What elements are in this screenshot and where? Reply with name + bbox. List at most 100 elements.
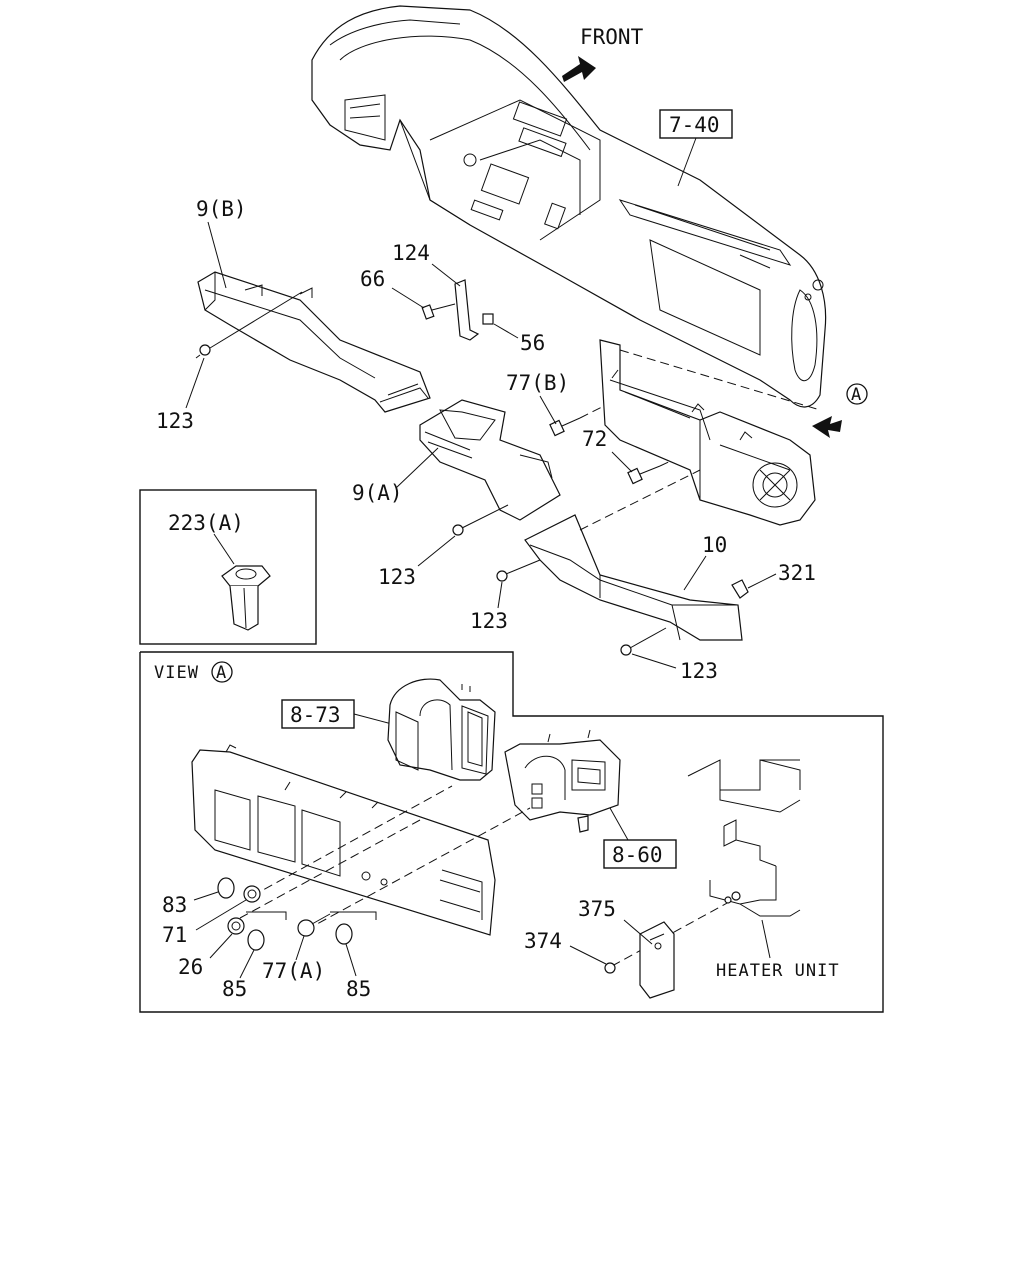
bolt-66 bbox=[421, 303, 456, 320]
label-56: 56 bbox=[520, 331, 545, 355]
leader-7-40 bbox=[677, 137, 697, 187]
bracket-124 bbox=[454, 279, 480, 341]
leader-8-73 bbox=[353, 713, 393, 725]
callout-a-letter: A bbox=[851, 385, 862, 405]
leader-72 bbox=[611, 451, 633, 473]
leader-124 bbox=[431, 263, 461, 287]
callout-a-circle bbox=[846, 383, 868, 405]
bracket-line-77a bbox=[330, 911, 377, 920]
bolt-77b bbox=[549, 417, 581, 437]
leader-77b bbox=[539, 395, 557, 425]
leader-123-b bbox=[417, 535, 456, 567]
label-321: 321 bbox=[778, 561, 816, 585]
label-123-b: 123 bbox=[378, 565, 416, 589]
view-mark-circle bbox=[211, 661, 233, 683]
screw-374 bbox=[604, 962, 616, 974]
leader-9a bbox=[395, 447, 439, 489]
leader-375 bbox=[623, 919, 653, 945]
leader-123-c-screw bbox=[505, 559, 541, 575]
ref-box-8-60 bbox=[603, 839, 677, 869]
duct-10 bbox=[524, 514, 743, 641]
heater-unit-body bbox=[687, 759, 801, 917]
leader-123-b-screw bbox=[461, 504, 509, 529]
dash-view-4 bbox=[611, 895, 741, 967]
label-9a: 9(A) bbox=[352, 481, 403, 505]
leader-123-d-screw bbox=[629, 627, 667, 649]
screw-123-a bbox=[195, 344, 211, 359]
grommet-85-b bbox=[335, 923, 353, 945]
label-85-a: 85 bbox=[222, 977, 247, 1001]
leader-83 bbox=[193, 891, 219, 901]
detail-box-223a bbox=[139, 489, 317, 645]
label-85-b: 85 bbox=[346, 977, 371, 1001]
bolt-72 bbox=[627, 465, 661, 485]
leader-85-b bbox=[345, 943, 357, 977]
front-arrow bbox=[562, 56, 596, 82]
bracket-line-85a bbox=[246, 911, 287, 920]
leader-223a bbox=[213, 533, 235, 565]
screw-123-c bbox=[496, 570, 508, 582]
ref-8-73-label: 8-73 bbox=[290, 703, 341, 727]
nut-71 bbox=[243, 885, 261, 903]
label-123-c: 123 bbox=[470, 609, 508, 633]
label-83: 83 bbox=[162, 893, 187, 917]
label-374: 374 bbox=[524, 929, 562, 953]
leader-8-60 bbox=[609, 807, 629, 841]
leader-374 bbox=[569, 945, 607, 965]
component-8-60 bbox=[504, 729, 621, 833]
bolt-77a bbox=[297, 913, 331, 937]
leader-10 bbox=[683, 555, 707, 591]
label-123-a: 123 bbox=[156, 409, 194, 433]
view-a-frame bbox=[139, 651, 884, 1013]
leader-71 bbox=[195, 899, 247, 931]
leader-9b-screw bbox=[209, 291, 303, 349]
duct-9b bbox=[197, 271, 431, 413]
nut-56 bbox=[482, 313, 494, 325]
label-124: 124 bbox=[392, 241, 430, 265]
label-9b: 9(B) bbox=[196, 197, 247, 221]
leader-123-c bbox=[497, 581, 503, 609]
dash-heater-top bbox=[619, 349, 821, 411]
view-mark-letter: A bbox=[216, 663, 227, 683]
heater-assembly bbox=[599, 339, 816, 526]
instrument-panel bbox=[311, 5, 827, 408]
label-26: 26 bbox=[178, 955, 203, 979]
label-77a: 77(A) bbox=[262, 959, 325, 983]
leader-321 bbox=[747, 573, 777, 589]
ref-7-40-label: 7-40 bbox=[669, 113, 720, 137]
heater-unit-label: HEATER UNIT bbox=[716, 961, 840, 981]
label-77b: 77(B) bbox=[506, 371, 569, 395]
clip-321 bbox=[731, 579, 749, 599]
leader-56 bbox=[493, 323, 519, 339]
ref-8-60-label: 8-60 bbox=[612, 843, 663, 867]
clip-223a bbox=[221, 565, 271, 631]
leader-123-d bbox=[631, 653, 677, 669]
label-10: 10 bbox=[702, 533, 727, 557]
leader-heater-unit bbox=[761, 919, 771, 959]
front-label: FRONT bbox=[580, 25, 644, 49]
label-223a: 223(A) bbox=[168, 511, 244, 535]
label-123-d: 123 bbox=[680, 659, 718, 683]
leader-123-a bbox=[185, 357, 205, 409]
label-66: 66 bbox=[360, 267, 385, 291]
leader-66 bbox=[391, 287, 425, 309]
dash-duct-10 bbox=[579, 469, 701, 531]
view-a-arrow bbox=[812, 416, 842, 438]
leader-77a bbox=[295, 935, 305, 961]
dash-view-1 bbox=[251, 785, 453, 897]
leader-85-a bbox=[239, 949, 255, 979]
dash-view-2 bbox=[305, 807, 531, 931]
grommet-83 bbox=[217, 877, 235, 899]
label-71: 71 bbox=[162, 923, 187, 947]
screw-123-b bbox=[452, 524, 464, 536]
component-8-73 bbox=[387, 678, 496, 781]
mounting-plate bbox=[191, 744, 496, 936]
bracket-375 bbox=[639, 921, 675, 999]
dash-view-3 bbox=[239, 819, 421, 919]
view-label: VIEW bbox=[154, 663, 199, 683]
label-375: 375 bbox=[578, 897, 616, 921]
leader-9b bbox=[207, 221, 227, 289]
leader-26 bbox=[209, 933, 233, 959]
nut-26 bbox=[227, 917, 245, 935]
